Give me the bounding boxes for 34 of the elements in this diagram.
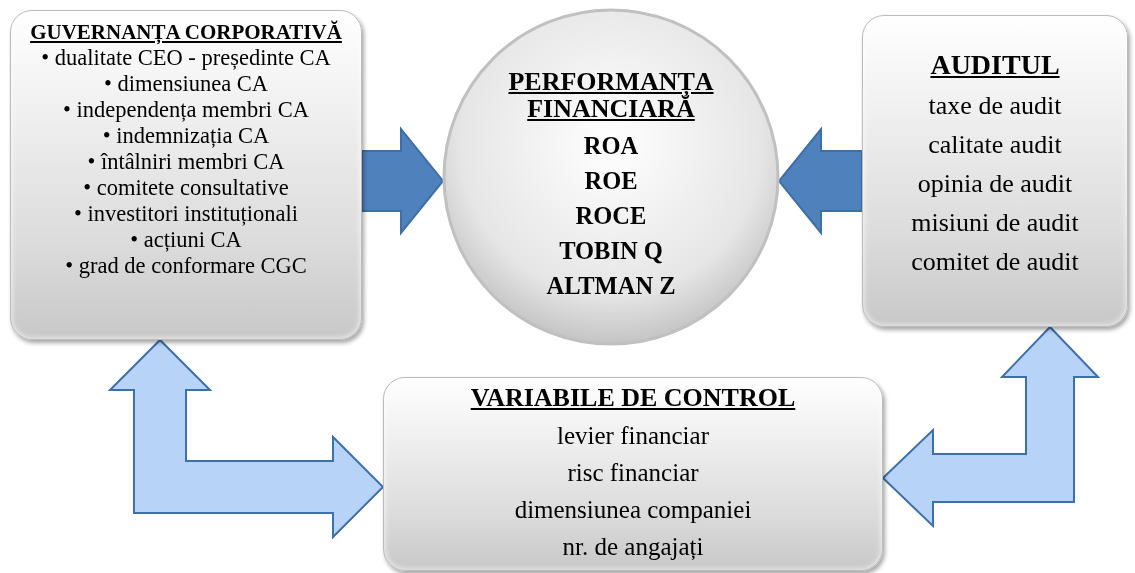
list-item: • grad de conformare CGC [65,252,307,279]
list-item: taxe de audit [928,89,1062,122]
list-item: • dimensiunea CA [103,70,269,97]
list-item: comitet de audit [911,245,1079,278]
box-heading: VARIABILE DE CONTROL [470,384,796,412]
list-item: ROA [583,130,639,161]
block-arrow [361,126,445,236]
list-item: risc financiar [567,458,699,489]
box-heading: PERFORMANȚA FINANCIARĂ [507,68,715,123]
list-item: calitate audit [928,128,1062,161]
rounded-box [862,15,1128,327]
list-item: ALTMAN Z [546,270,676,301]
list-item: • independența membri CA [63,96,309,123]
list-item: misiuni de audit [911,206,1079,239]
list-item: • comitete consultative [83,174,289,201]
rounded-box [10,10,362,340]
list-item: opinia de audit [917,167,1073,200]
list-item: ROCE [575,200,647,231]
box-heading: AUDITUL [930,50,1060,80]
list-item: ROE [584,165,638,196]
list-item: • întâlniri membri CA [87,148,285,175]
list-item: TOBIN Q [559,235,663,266]
list-item: levier financiar [557,421,709,452]
rounded-box [383,377,883,571]
block-arrow [881,325,1101,529]
list-item: • acțiuni CA [130,226,242,253]
list-item: • investitori instituționali [73,200,299,227]
list-item: • dualitate CEO - președinte CA [41,44,331,71]
block-arrow [777,126,863,236]
list-item: nr. de angajați [562,532,704,563]
box-heading: GUVERNANȚA CORPORATIVĂ [30,21,342,44]
list-item: dimensiunea companiei [514,495,752,526]
block-arrow [107,338,385,540]
list-item: • indemnizația CA [102,122,270,149]
